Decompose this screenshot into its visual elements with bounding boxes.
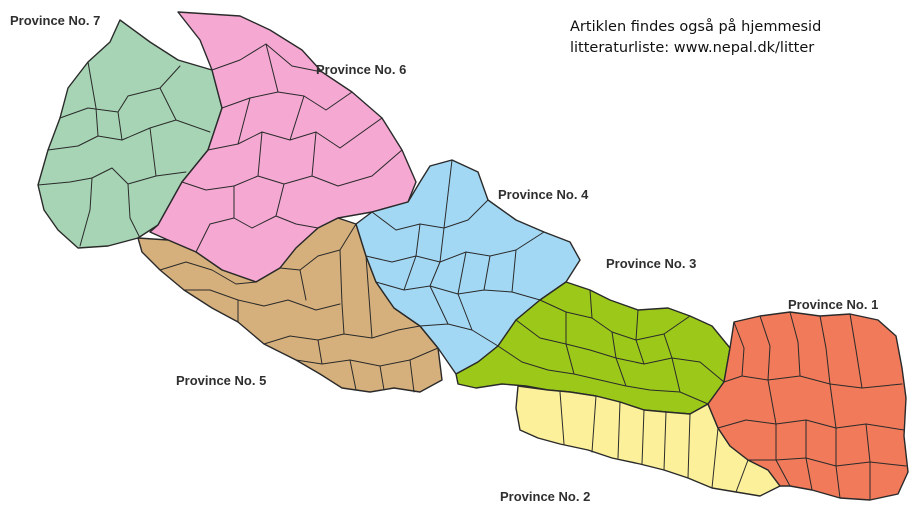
province-3-region (455, 281, 731, 415)
province-1-region (707, 311, 909, 501)
label-province-2: Province No. 2 (500, 489, 590, 504)
label-province-4: Province No. 4 (498, 187, 589, 202)
caption-line-2: litteraturliste: www.nepal.dk/litter (570, 40, 815, 56)
label-province-7: Province No. 7 (10, 13, 100, 28)
label-province-1: Province No. 1 (788, 297, 878, 312)
caption-line-1: Artiklen findes også på hjemmesid (570, 19, 822, 35)
province-7-region (37, 19, 223, 249)
label-province-6: Province No. 6 (316, 62, 406, 77)
label-province-5: Province No. 5 (176, 373, 266, 388)
province-2-region (515, 385, 781, 497)
caption-text: Artiklen findes også på hjemmesid litter… (570, 17, 914, 59)
label-province-3: Province No. 3 (606, 256, 696, 271)
province-5-region (137, 217, 443, 393)
